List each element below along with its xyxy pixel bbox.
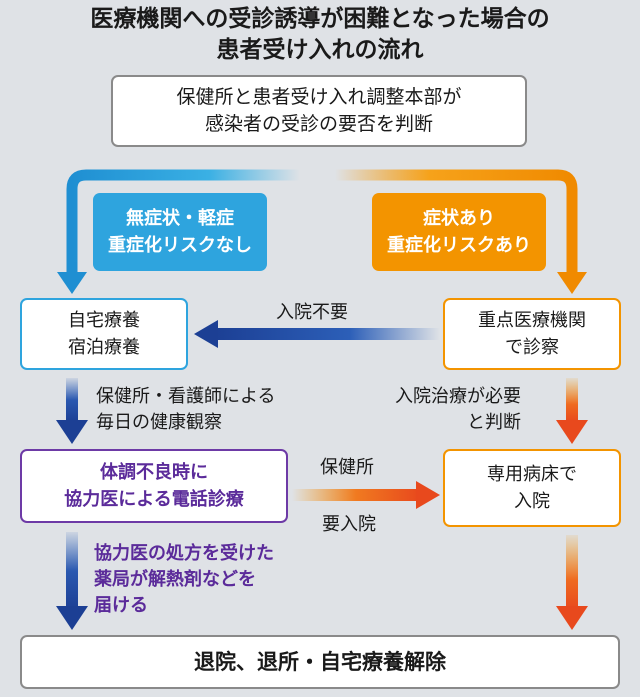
node-priority-hospital: 重点医療機関 で診察 [443,298,621,370]
node-phone-consult: 体調不良時に 協力医による電話診療 [20,449,288,523]
arrow-to-phone [56,378,88,444]
node-home-care: 自宅療養 宿泊療養 [20,298,188,370]
label-health-center-text: 保健所 [320,457,374,478]
label-health-watch-line-2: 毎日の健康観察 [96,412,222,433]
node-no-symptom-line-1: 無症状・軽症 [126,208,234,229]
node-priority-hospital-line-1: 重点医療機関 [478,310,586,331]
label-admission-required-text: 要入院 [322,514,376,535]
arrow-to-priority-hospital [335,169,587,294]
title-line-1: 医療機関への受診誘導が困難となった場合の [90,6,550,32]
label-needs-admission-line-1: 入院治療が必要 [395,386,521,407]
title-line-2: 患者受け入れの流れ [216,37,424,63]
arrow-ward-to-final [556,535,588,630]
arrow-phone-to-ward [292,481,440,509]
node-dedicated-ward-line-2: 入院 [514,491,550,512]
node-no-symptom: 無症状・軽症 重症化リスクなし [93,193,267,271]
node-discharge: 退院、退所・自宅療養解除 [20,635,620,689]
label-no-admission-text: 入院不要 [276,302,348,323]
node-priority-hospital-line-2: で診察 [505,337,559,358]
arrow-to-home [57,169,300,294]
label-health-center: 保健所 [320,455,374,481]
node-symptom-line-1: 症状あり [423,208,495,229]
node-discharge-line-1: 退院、退所・自宅療養解除 [194,649,446,674]
node-triage: 保健所と患者受け入れ調整本部が 感染者の受診の要否を判断 [111,75,527,147]
label-health-watch-line-1: 保健所・看護師による [96,386,276,407]
arrow-to-ward [556,378,588,444]
node-phone-consult-line-1: 体調不良時に [100,462,208,483]
label-pharmacy-line-2: 薬局が解熱剤などを [94,569,256,590]
label-pharmacy-line-1: 協力医の処方を受けた [94,543,274,564]
label-needs-admission-line-2: と判断 [467,412,521,433]
label-admission-required: 要入院 [322,512,376,538]
diagram-title: 医療機関への受診誘導が困難となった場合の 患者受け入れの流れ [0,4,640,66]
node-no-symptom-line-2: 重症化リスクなし [108,235,252,256]
node-symptom: 症状あり 重症化リスクあり [372,193,546,271]
node-dedicated-ward-line-1: 専用病床で [487,464,577,485]
arrow-no-admission [194,320,440,348]
node-symptom-line-2: 重症化リスクあり [387,235,531,256]
label-health-watch: 保健所・看護師による 毎日の健康観察 [96,384,275,436]
arrow-phone-to-final [56,532,88,630]
label-no-admission: 入院不要 [276,300,348,326]
node-dedicated-ward: 専用病床で 入院 [443,449,621,527]
label-needs-admission: 入院治療が必要 と判断 [395,384,521,436]
node-home-care-line-1: 自宅療養 [68,310,140,331]
node-triage-line-1: 保健所と患者受け入れ調整本部が [176,86,462,108]
label-pharmacy: 協力医の処方を受けた 薬局が解熱剤などを 届ける [94,541,274,619]
node-triage-line-2: 感染者の受診の要否を判断 [204,113,433,135]
node-phone-consult-line-2: 協力医による電話診療 [64,489,244,510]
label-pharmacy-line-3: 届ける [94,595,148,616]
node-home-care-line-2: 宿泊療養 [68,337,140,358]
